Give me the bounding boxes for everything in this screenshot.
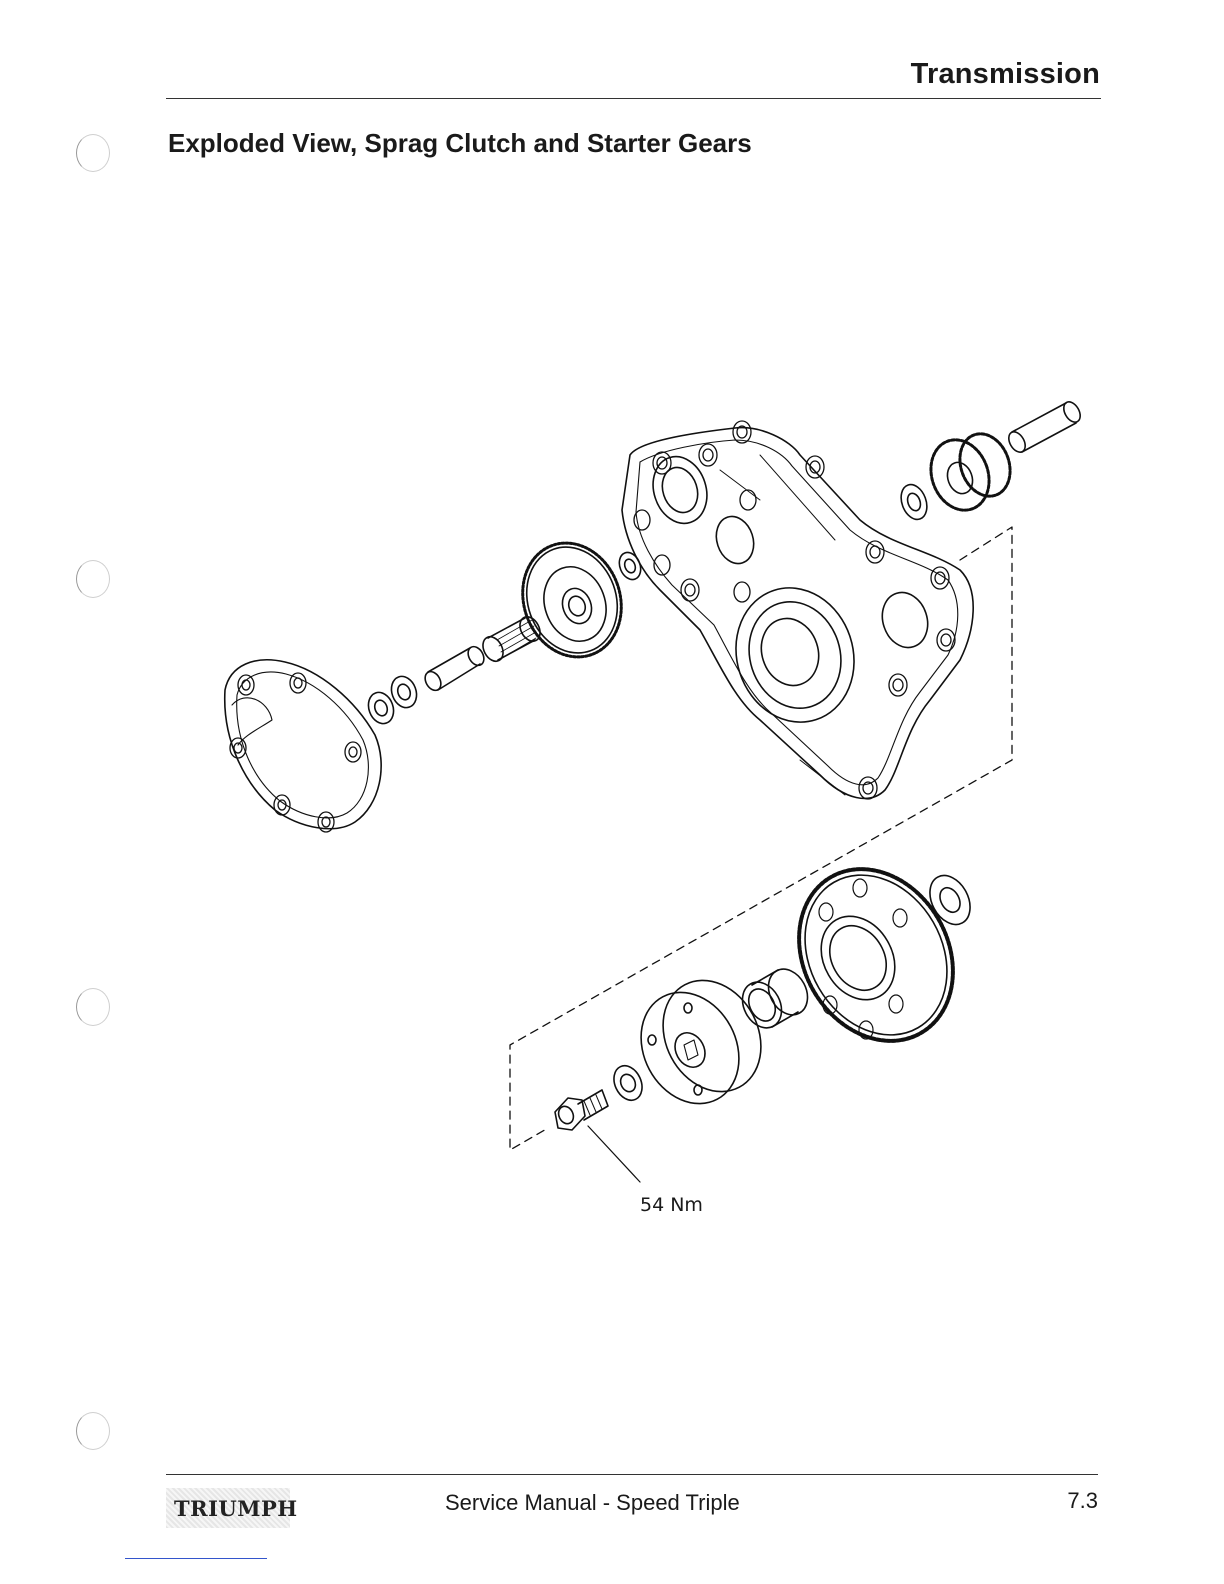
sprag-cover	[225, 660, 381, 832]
starter-gear-shaft	[1005, 399, 1083, 455]
washer	[615, 549, 644, 582]
crankcase-cover	[622, 421, 973, 799]
triumph-logo: TRIUMPH	[166, 1488, 290, 1528]
footer-rule	[166, 1474, 1098, 1475]
page-number: 7.3	[1067, 1488, 1098, 1514]
manual-title: Service Manual - Speed Triple	[445, 1490, 740, 1516]
idler-gear	[507, 529, 637, 671]
washer	[922, 869, 978, 932]
needle-bearing	[479, 613, 544, 664]
washer	[364, 673, 420, 727]
washer	[609, 1061, 648, 1105]
torque-leader-line	[588, 1126, 640, 1182]
assembly-guide-line	[510, 527, 1012, 1150]
sprag-driven-gear	[769, 841, 984, 1069]
sprag-bolt	[555, 1090, 608, 1130]
idler-shaft	[422, 644, 487, 693]
starter-double-gear	[921, 427, 1018, 519]
link-underline	[125, 1558, 267, 1559]
washer	[897, 481, 932, 523]
sprag-needle-bearing	[735, 962, 815, 1034]
sprag-clutch	[622, 963, 780, 1121]
torque-callout: 54 Nm	[640, 1194, 703, 1216]
